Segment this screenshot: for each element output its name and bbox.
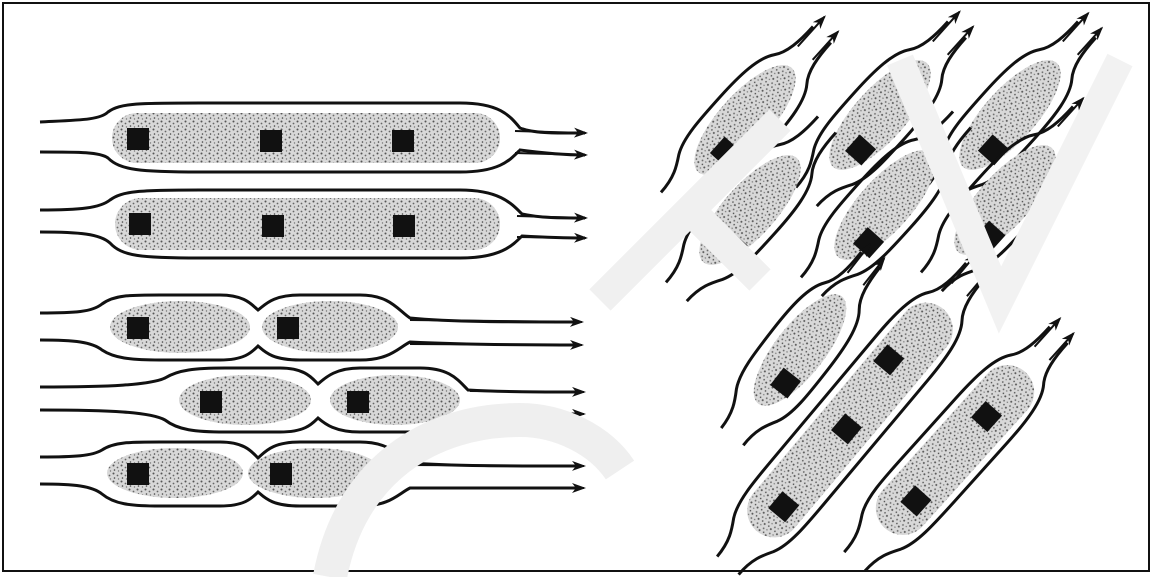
- capsule-body: [248, 448, 382, 498]
- flow-line: [948, 27, 973, 55]
- nucleus: [127, 317, 149, 339]
- nucleus: [392, 130, 414, 152]
- right-panel: [646, 0, 1121, 577]
- nucleus: [270, 463, 292, 485]
- flow-line: [517, 216, 586, 218]
- left-panel: [40, 103, 586, 506]
- nucleus: [347, 391, 369, 413]
- flow-line: [1078, 28, 1102, 55]
- capsule-body: [179, 375, 311, 425]
- nucleus: [262, 215, 284, 237]
- flow-line: [1073, 113, 1097, 140]
- flow-line: [1063, 13, 1088, 41]
- nucleus: [393, 215, 415, 237]
- flow-line: [410, 320, 582, 322]
- flow-line: [1049, 333, 1073, 360]
- flow-line: [470, 413, 584, 414]
- nucleus: [260, 130, 282, 152]
- flow-line: [517, 237, 586, 238]
- left-capsule-row-3: [40, 295, 582, 360]
- nucleus: [277, 317, 299, 339]
- flow-line: [1035, 318, 1060, 346]
- flow-line: [933, 12, 960, 42]
- flow-line: [410, 344, 582, 345]
- flow-line: [470, 391, 584, 392]
- flow-line: [410, 465, 584, 466]
- flow-line: [952, 254, 976, 283]
- left-capsule-row-1: [40, 103, 586, 172]
- left-capsule-row-5: [40, 442, 584, 506]
- flow-line: [863, 258, 884, 285]
- flow-line: [515, 131, 586, 133]
- flow-line: [798, 17, 825, 47]
- left-capsule-row-2: [40, 190, 586, 258]
- capsule-body: [112, 113, 500, 163]
- nucleus: [127, 463, 149, 485]
- flow-line: [813, 32, 838, 60]
- nucleus: [129, 213, 151, 235]
- nucleus: [200, 391, 222, 413]
- nucleus: [127, 128, 149, 150]
- capsule-body: [115, 198, 500, 250]
- flow-line: [515, 153, 586, 155]
- left-capsule-row-4: [40, 368, 584, 432]
